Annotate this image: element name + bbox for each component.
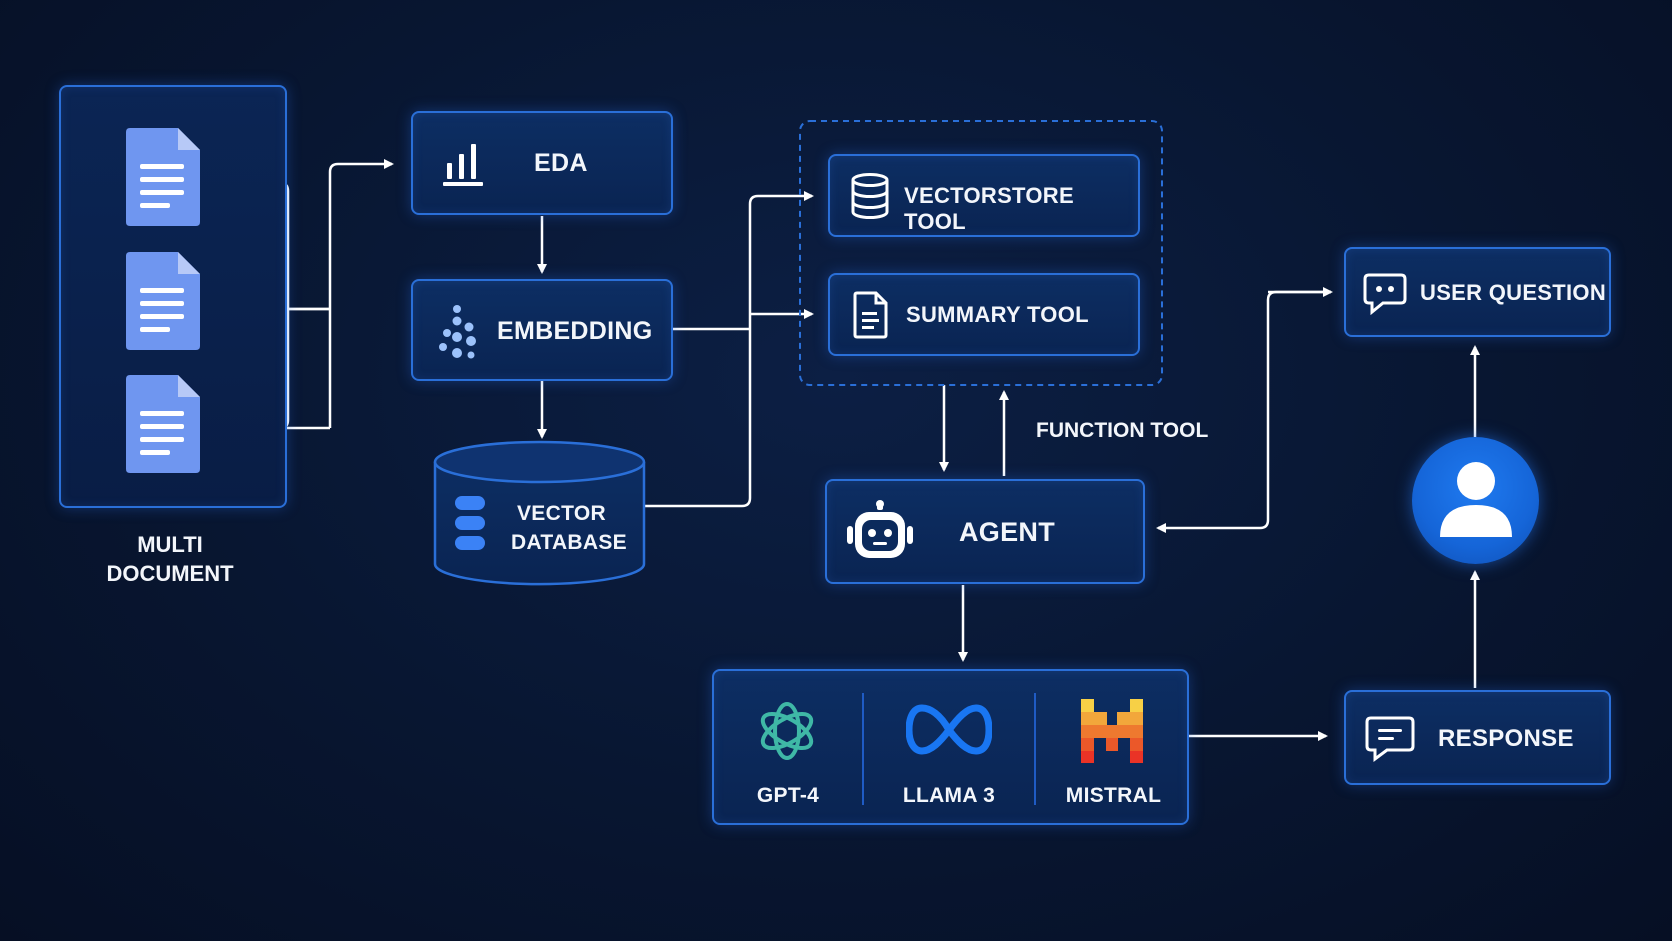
divider: [1034, 693, 1036, 805]
document-icon: [126, 128, 200, 231]
function-tool-label: FUNCTION TOOL: [1036, 419, 1209, 442]
agent-label: AGENT: [959, 517, 1055, 547]
model-label: GPT-4: [756, 784, 820, 807]
models-panel: GPT-4 LLAMA 3 MISTRAL: [712, 669, 1189, 825]
vector-database-label-line2: DATABASE: [511, 531, 627, 554]
vectorstore-tool-node[interactable]: VECTORSTORE TOOL: [828, 154, 1140, 237]
summary-tool-node[interactable]: SUMMARY TOOL: [828, 273, 1140, 356]
meta-icon: [905, 704, 993, 761]
document-summary-icon: [852, 291, 888, 344]
mistral-icon: [1081, 699, 1143, 768]
vector-database-node[interactable]: VECTOR DATABASE: [433, 440, 646, 586]
summary-tool-label: SUMMARY TOOL: [906, 302, 1089, 327]
response-node[interactable]: RESPONSE: [1344, 690, 1611, 785]
cylinder-shape: [433, 440, 646, 586]
agent-node[interactable]: AGENT: [825, 479, 1145, 584]
chat-question-icon: [1363, 273, 1407, 320]
multi-document-label: MULTI DOCUMENT: [106, 532, 234, 586]
eda-label: EDA: [534, 149, 588, 177]
bar-chart-icon: [443, 141, 485, 192]
model-gpt-4[interactable]: GPT-4: [714, 671, 862, 827]
chat-response-icon: [1365, 716, 1415, 767]
vectorstore-tool-label: VECTORSTORE TOOL: [904, 183, 1074, 234]
database-stack-icon: [850, 173, 890, 224]
divider: [862, 693, 864, 805]
model-mistral[interactable]: MISTRAL: [1036, 671, 1191, 827]
embedding-dots-icon: [435, 303, 483, 368]
document-icon: [126, 252, 200, 355]
vector-database-label-line1: VECTOR: [517, 502, 606, 525]
model-label: MISTRAL: [1065, 784, 1162, 807]
user-icon: [1438, 459, 1514, 544]
model-label: LLAMA 3: [902, 784, 996, 807]
robot-icon: [847, 500, 913, 569]
user-question-node[interactable]: USER QUESTION: [1344, 247, 1611, 337]
response-label: RESPONSE: [1438, 725, 1574, 752]
embedding-node[interactable]: EMBEDDING: [411, 279, 673, 381]
openai-icon: [753, 697, 821, 770]
model-llama-3[interactable]: LLAMA 3: [864, 671, 1034, 827]
user-question-label: USER QUESTION: [1420, 280, 1607, 305]
database-icon: [455, 496, 487, 557]
user-avatar[interactable]: [1412, 437, 1539, 564]
document-icon: [126, 375, 200, 478]
eda-node[interactable]: EDA: [411, 111, 673, 215]
embedding-label: EMBEDDING: [497, 317, 653, 345]
